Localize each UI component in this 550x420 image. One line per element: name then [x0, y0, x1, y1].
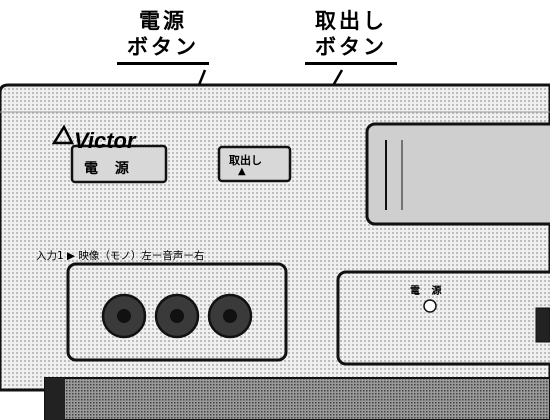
panel-base-shadow	[45, 378, 65, 420]
panel-base	[44, 377, 550, 420]
power-button-callout: 電源 ボタン	[108, 8, 218, 65]
power-callout-underline	[117, 62, 209, 65]
eject-callout-underline	[305, 62, 397, 65]
brand-logo: Victor	[74, 128, 136, 153]
cassette-slot	[365, 122, 550, 226]
brand-logo-mark	[51, 124, 75, 145]
eject-button[interactable]	[217, 145, 292, 183]
input-jack-label: 入力1 ▶ 映像（モノ）左ー音声ー右	[36, 250, 205, 262]
front-door-panel	[336, 270, 550, 366]
eject-button-callout: 取出し ボタン	[296, 8, 406, 65]
eject-callout-line2: ボタン	[315, 35, 387, 59]
eject-button-label: 取出し	[229, 154, 262, 167]
power-indicator-label: 電 源	[410, 286, 446, 297]
video-jack-center	[117, 309, 131, 323]
eject-callout-line1: 取出し	[315, 9, 387, 33]
audio-left-jack-center	[170, 309, 184, 323]
power-button-label: 電 源	[84, 161, 135, 177]
audio-right-jack-center	[223, 309, 237, 323]
power-callout-line1: 電源	[139, 9, 187, 33]
power-indicator-led	[423, 299, 437, 313]
power-callout-line2: ボタン	[127, 35, 199, 59]
display-indicators	[535, 307, 550, 343]
power-button[interactable]	[70, 144, 168, 184]
eject-icon: ▲	[238, 166, 246, 177]
